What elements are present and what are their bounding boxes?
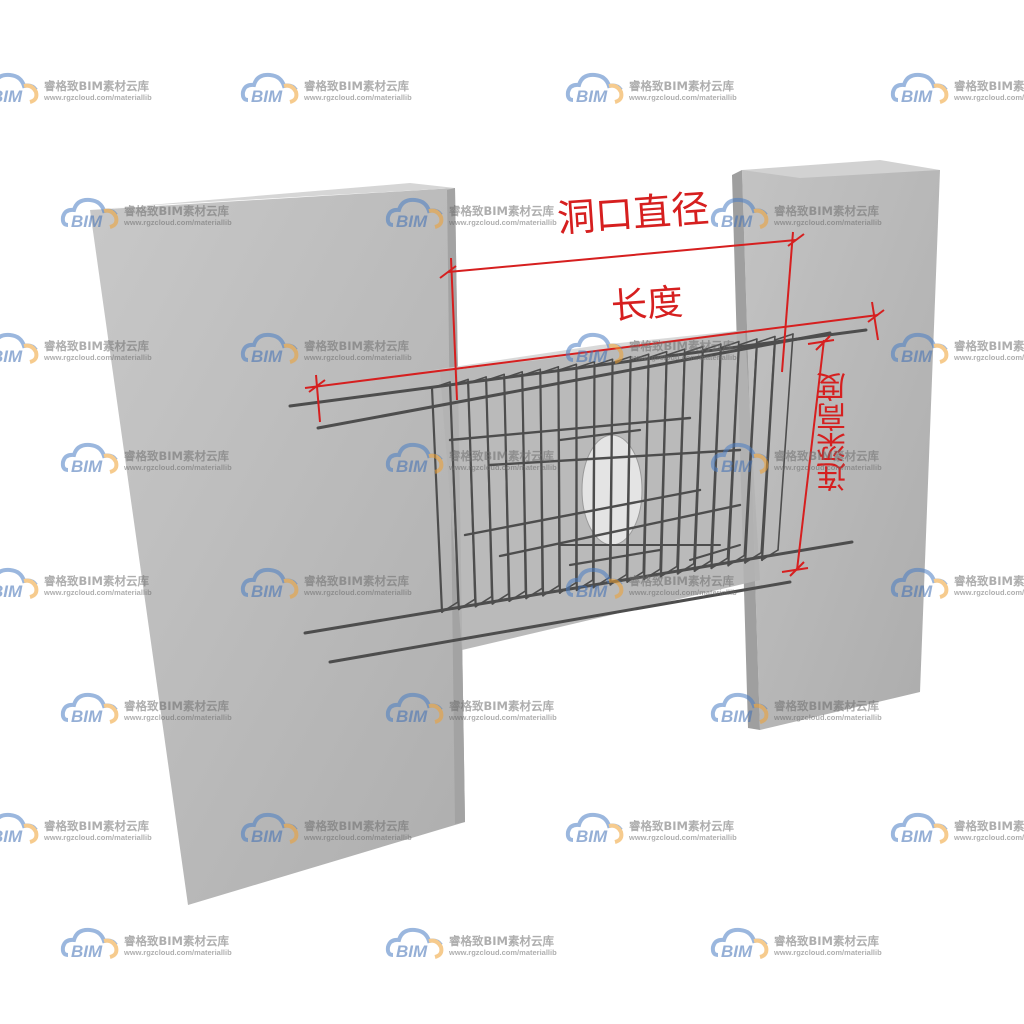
stirrup-bar (430, 386, 444, 614)
top-longitudinal-bar (316, 331, 832, 430)
stirrup-bar (609, 361, 614, 586)
stirrup-bar (503, 376, 511, 603)
stirrup-bar (592, 364, 596, 589)
stirrup-bar (777, 333, 794, 551)
stirrup-bar (756, 335, 776, 344)
height-dimension-line (796, 339, 825, 571)
web-bar (448, 416, 692, 442)
stirrup-bar (467, 381, 477, 608)
stirrup-bar (738, 338, 758, 346)
diameter-dimension-line (447, 239, 797, 273)
stirrup-bar (665, 348, 686, 356)
bottom-longitudinal-bar (328, 580, 792, 664)
stirrup-bar (521, 374, 528, 600)
opening-reinforcement-bar (689, 544, 741, 561)
opening-reinforcement-bar (568, 548, 662, 567)
web-bar (498, 503, 742, 558)
opening-reinforcement-bar (558, 428, 642, 442)
opening-diameter-label: 洞口直径 (555, 186, 711, 241)
stirrup-bar (659, 354, 668, 578)
stirrup-bar (485, 379, 494, 605)
stirrup-bar (557, 369, 561, 594)
stirrup-bar (720, 340, 740, 349)
stirrup-bar (760, 338, 777, 562)
rebar-cage (288, 328, 868, 664)
stirrup-bar (676, 351, 686, 575)
stirrup-bar (643, 356, 650, 581)
left-concrete-wall (90, 183, 465, 905)
stirrup-bar (683, 345, 704, 354)
beam-height-label: 连梁高度 (817, 372, 852, 492)
stirrup-bar (701, 343, 722, 351)
web-bar (488, 448, 742, 467)
stirrup-bar (647, 350, 668, 359)
stirrup-bar (448, 384, 460, 611)
length-label: 长度 (609, 281, 685, 328)
web-bar (463, 488, 702, 537)
stirrup-bar (693, 349, 704, 573)
stirrup-bar (539, 371, 545, 597)
